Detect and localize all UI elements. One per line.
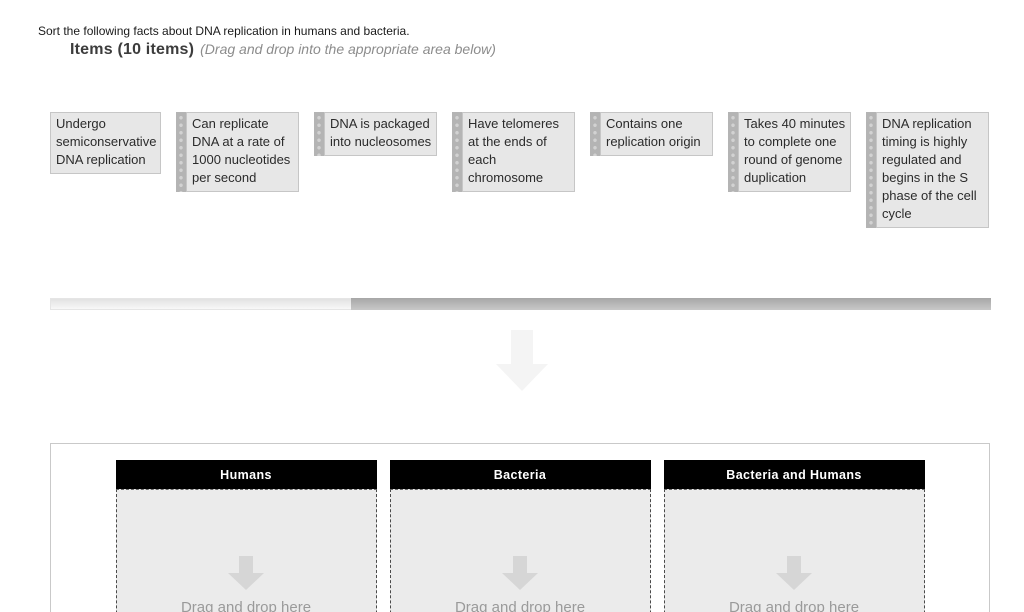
- drag-handle-icon[interactable]: [866, 112, 876, 228]
- drag-handle-icon[interactable]: [176, 112, 186, 192]
- drop-zone[interactable]: Drag and drop here: [663, 489, 925, 612]
- exercise-prompt: Sort the following facts about DNA repli…: [38, 24, 410, 38]
- column-header: Bacteria and Humans: [663, 460, 925, 489]
- item-text: Have telomeres at the ends of each chrom…: [462, 112, 575, 192]
- items-horizontal-scrollbar[interactable]: [50, 298, 991, 310]
- drop-placeholder: Drag and drop here: [180, 599, 312, 612]
- item-text: Undergo semiconservative DNA replication: [50, 112, 161, 174]
- item-text: Takes 40 minutes to complete one round o…: [738, 112, 851, 192]
- drop-column-humans: Humans Drag and drop here: [115, 460, 377, 612]
- item-card[interactable]: Can replicate DNA at a rate of 1000 nucl…: [176, 112, 299, 192]
- drop-placeholder: Drag and drop here: [728, 599, 860, 612]
- drop-column-bacteria: Bacteria Drag and drop here: [389, 460, 651, 612]
- item-text: Contains one replication origin: [600, 112, 713, 156]
- items-title: Items (10 items): [70, 41, 195, 58]
- item-card[interactable]: DNA is packaged into nucleosomes: [314, 112, 437, 156]
- column-header: Humans: [115, 460, 377, 489]
- item-card[interactable]: DNA replication timing is highly regulat…: [866, 112, 989, 228]
- drag-handle-icon[interactable]: [728, 112, 738, 192]
- item-text: DNA replication timing is highly regulat…: [876, 112, 989, 228]
- drop-placeholder: Drag and drop here: [454, 599, 586, 612]
- scrollbar-thumb[interactable]: [351, 298, 991, 310]
- column-header: Bacteria: [389, 460, 651, 489]
- item-card[interactable]: Contains one replication origin: [590, 112, 713, 156]
- down-arrow-icon: [776, 556, 812, 590]
- item-card[interactable]: Undergo semiconservative DNA replication: [50, 112, 161, 174]
- drag-handle-icon[interactable]: [590, 112, 600, 156]
- drag-handle-icon[interactable]: [452, 112, 462, 192]
- items-row: Undergo semiconservative DNA replication…: [50, 112, 989, 228]
- drop-zone[interactable]: Drag and drop here: [389, 489, 651, 612]
- item-text: Can replicate DNA at a rate of 1000 nucl…: [186, 112, 299, 192]
- item-card[interactable]: Takes 40 minutes to complete one round o…: [728, 112, 851, 192]
- items-hint: (Drag and drop into the appropriate area…: [200, 41, 496, 57]
- drop-area-container: Humans Drag and drop here Bacteria Drag …: [50, 443, 990, 612]
- drop-columns: Humans Drag and drop here Bacteria Drag …: [51, 460, 989, 612]
- item-card[interactable]: Have telomeres at the ends of each chrom…: [452, 112, 575, 192]
- down-arrow-icon: [228, 556, 264, 590]
- items-header: Items (10 items) (Drag and drop into the …: [70, 41, 496, 59]
- down-arrow-icon: [496, 330, 548, 391]
- drag-handle-icon[interactable]: [314, 112, 324, 156]
- down-arrow-icon: [502, 556, 538, 590]
- drop-zone[interactable]: Drag and drop here: [115, 489, 377, 612]
- item-text: DNA is packaged into nucleosomes: [324, 112, 437, 156]
- drop-column-bacteria-and-humans: Bacteria and Humans Drag and drop here: [663, 460, 925, 612]
